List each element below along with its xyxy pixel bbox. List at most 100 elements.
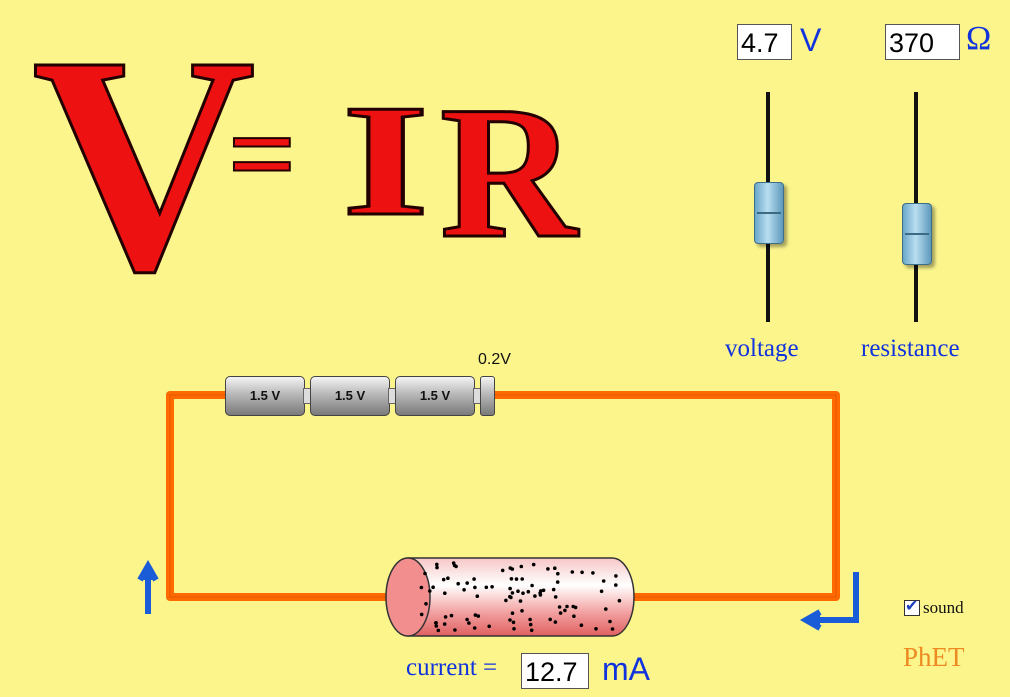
electron-dot — [443, 591, 447, 595]
sound-label: sound — [923, 598, 964, 617]
electron-dot — [428, 589, 432, 593]
electron-dot — [446, 576, 450, 580]
phet-logo: PhET — [903, 642, 965, 672]
electron-dot — [617, 598, 622, 603]
electron-dot — [508, 618, 512, 622]
electron-dot — [551, 587, 556, 592]
equation-r: R — [438, 68, 578, 278]
electron-dot — [449, 613, 454, 618]
electron-dot — [556, 571, 560, 576]
electron-dot — [594, 627, 598, 631]
electron-dot — [579, 623, 584, 627]
electron-dot — [557, 605, 562, 609]
electron-dot — [467, 621, 471, 625]
electron-dot — [553, 595, 558, 599]
electron-dot — [472, 577, 476, 581]
electron-dot — [591, 571, 595, 575]
electron-dot — [553, 566, 557, 570]
electron-dot — [431, 585, 435, 589]
electron-dot — [533, 594, 537, 598]
electron-dot — [490, 585, 494, 589]
electron-dot — [473, 613, 478, 617]
electron-dot — [520, 577, 524, 581]
electron-dot — [511, 620, 516, 625]
electron-dot — [520, 609, 524, 613]
electron-dot — [526, 589, 531, 594]
electron-dot — [465, 617, 469, 622]
voltage-slider-thumb[interactable] — [754, 182, 784, 245]
electron-dot — [510, 611, 515, 615]
electron-dot — [565, 604, 569, 609]
equation-equals: = — [227, 87, 297, 220]
electron-dot — [435, 565, 439, 570]
battery-cell-1: 1.5 V — [225, 376, 305, 416]
electron-dot — [484, 585, 489, 590]
electron-dot — [442, 622, 447, 626]
electron-dot — [614, 583, 618, 587]
extra-cell-label: 0.2V — [478, 351, 511, 368]
arrow-down-right-icon — [799, 572, 859, 631]
electron-dot — [528, 622, 533, 627]
sound-checkbox[interactable] — [904, 596, 920, 616]
voltage-unit: V — [800, 22, 822, 58]
electron-dot — [563, 608, 567, 613]
electron-dot — [500, 568, 505, 573]
resistance-value-box[interactable]: 370 — [885, 24, 960, 60]
resistor — [385, 557, 635, 637]
voltage-value-box[interactable]: 4.7 — [737, 24, 792, 60]
electron-dot — [614, 574, 618, 578]
electron-dot — [580, 570, 584, 575]
electron-dot — [441, 577, 446, 582]
electron-dot — [436, 628, 441, 633]
battery-cell-2: 1.5 V — [310, 376, 390, 416]
electron-dot — [514, 577, 519, 581]
electron-dot — [504, 598, 508, 603]
resistance-label: resistance — [861, 335, 960, 362]
electron-dot — [528, 617, 532, 622]
electron-dot — [538, 593, 543, 597]
voltage-label: voltage — [725, 335, 799, 362]
electron-dot — [434, 624, 439, 628]
battery-cell-partial — [480, 376, 495, 416]
equation-i: I — [340, 71, 431, 249]
current-label: current = — [406, 654, 498, 681]
electron-dot — [475, 594, 480, 598]
electron-dot — [509, 577, 514, 581]
electron-dot — [508, 586, 512, 591]
electron-dot — [434, 621, 438, 625]
electron-dot — [608, 619, 612, 624]
electron-dot — [570, 570, 575, 574]
electron-dot — [462, 588, 466, 592]
electron-dot — [548, 617, 552, 622]
electron-dot — [572, 614, 576, 618]
electron-dot — [604, 607, 608, 611]
electron-dot — [512, 627, 516, 631]
electron-dot — [571, 604, 575, 609]
electron-dot — [510, 591, 515, 595]
electron-dot — [610, 627, 615, 631]
electron-dot — [453, 628, 457, 632]
electron-dot — [601, 579, 606, 583]
electron-dot — [487, 624, 492, 629]
battery-cell-3: 1.5 V — [395, 376, 475, 416]
electron-dot — [521, 591, 525, 595]
current-value-box: 12.7 — [521, 653, 589, 689]
electron-dot — [519, 564, 524, 569]
electron-dot — [435, 562, 439, 567]
electron-dot — [546, 567, 550, 571]
electron-dot — [476, 614, 481, 618]
sound-toggle[interactable]: sound — [904, 596, 964, 618]
electron-dot — [531, 562, 536, 567]
electron-dot — [529, 628, 534, 633]
electron-dot — [555, 580, 560, 584]
electron-dot — [473, 585, 477, 590]
current-unit: mA — [602, 651, 650, 687]
electron-dot — [465, 581, 470, 585]
electron-dot — [419, 612, 424, 617]
electron-dot — [558, 611, 563, 615]
electron-dot — [530, 583, 534, 588]
arrow-up-left-icon — [137, 559, 159, 614]
electron-dot — [472, 626, 477, 630]
resistance-slider-thumb[interactable] — [902, 202, 932, 265]
